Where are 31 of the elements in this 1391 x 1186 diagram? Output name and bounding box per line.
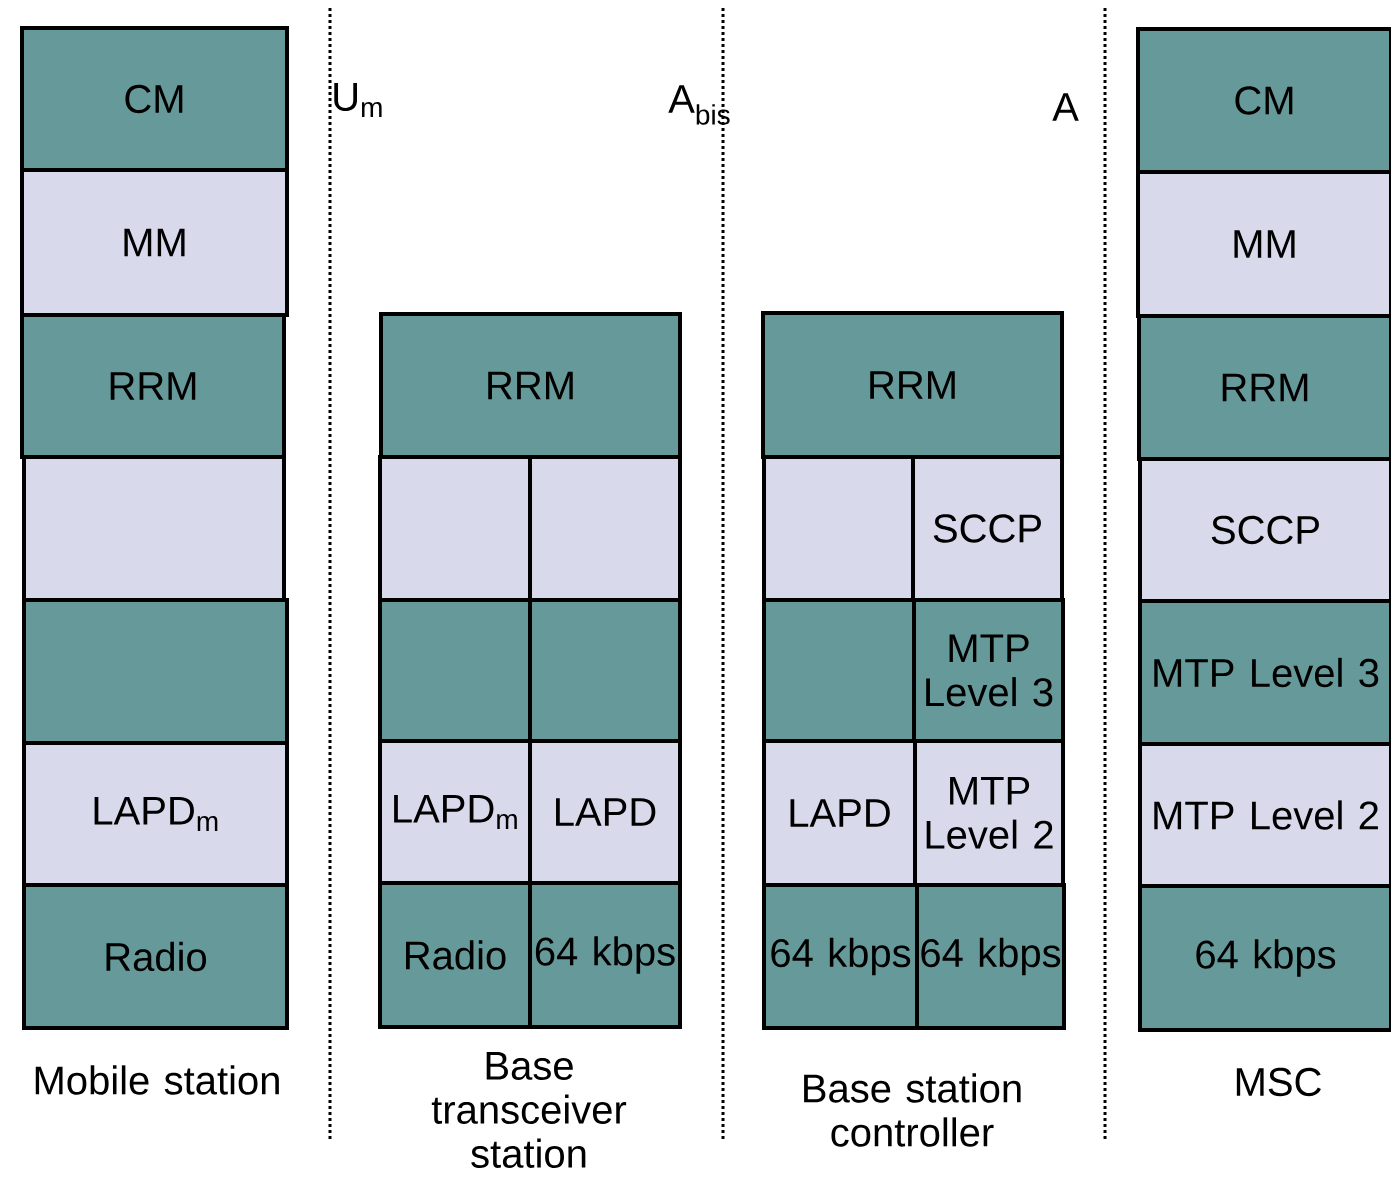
protocol-layer-box: MTP Level 3 [1138,599,1391,746]
protocol-layer-box: 64 kbps [915,883,1066,1030]
interface-label: A$_{bis}$ [668,85,730,125]
protocol-layer-box: LAPD [528,739,682,885]
protocol-layer-box: 64 kbps [1138,884,1391,1032]
protocol-layer-box: RRM [761,311,1064,459]
interface-label: A [1052,93,1079,121]
protocol-layer-box: SCCP [911,455,1064,602]
protocol-layer-box: MTP Level 2 [913,739,1065,887]
protocol-layer-box: SCCP [1138,457,1391,603]
protocol-layer-box: CM [20,26,289,172]
protocol-layer-box: Radio [22,883,289,1030]
protocol-layer-box: MTP Level 3 [912,598,1065,743]
protocol-layer-box: MM [1136,170,1391,318]
protocol-layer-box: 64 kbps [762,883,919,1030]
protocol-layer-box: LAPD$_{m}$ [22,741,289,887]
stack-label: MSC [1236,1067,1321,1097]
protocol-layer-box: RRM [379,312,682,459]
protocol-layer-box: LAPD [762,739,917,887]
protocol-layer-box: LAPD$_{m}$ [378,739,532,885]
protocol-layer-box: 64 kbps [528,881,682,1029]
stack-label: Base station controller [804,1073,1021,1147]
protocol-layer-box: MTP Level 2 [1138,742,1391,888]
stack-label: Base transceiver station [431,1052,627,1168]
stack-label: Mobile station [35,1065,279,1095]
protocol-layer-box: CM [1136,27,1391,174]
protocol-layer-box: Radio [378,881,532,1029]
protocol-layer-box: RRM [1137,314,1391,461]
protocol-layer-box: RRM [20,313,286,459]
protocol-layer-box: MM [20,168,289,317]
interface-label: U$_{m}$ [334,83,382,117]
